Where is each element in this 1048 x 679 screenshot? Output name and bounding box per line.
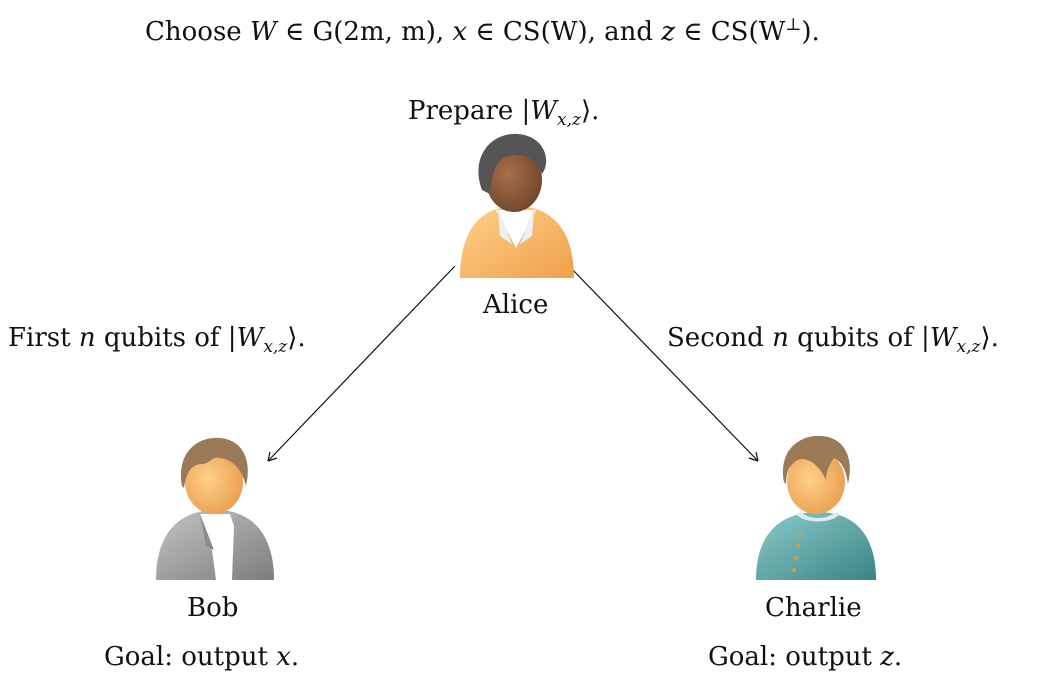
person-bob-icon	[156, 437, 274, 580]
state-w: W	[929, 323, 957, 353]
bob-label: Bob	[187, 593, 239, 623]
charlie-goal: Goal: output z.	[708, 642, 902, 672]
arrow-alice-to-bob	[267, 265, 456, 462]
alice-action-text: Prepare |	[408, 96, 531, 126]
caption-in: ∈	[683, 17, 703, 47]
goal-suffix: .	[290, 642, 300, 672]
setup-caption: Choose W ∈ G(2m, m), x ∈ CS(W), and z ∈ …	[145, 10, 820, 47]
right-edge-label: Second n qubits of |Wx,z⟩.	[667, 323, 999, 362]
charlie-label: Charlie	[765, 593, 862, 623]
caption-cs-wperp: CS(W	[710, 17, 786, 47]
caption-cs-w: CS(W),	[502, 17, 596, 47]
alice-action: Prepare |Wx,z⟩.	[408, 96, 599, 135]
arrow-alice-to-charlie	[568, 265, 759, 462]
goal-var: x	[276, 642, 291, 672]
state-close: ⟩.	[287, 323, 306, 353]
caption-perp: ⊥	[785, 15, 802, 35]
edge-n: n	[772, 323, 789, 353]
caption-w: W	[249, 17, 277, 47]
arrowhead-bob	[267, 451, 278, 462]
caption-close: ).	[801, 17, 820, 47]
state-subscript: x,z	[557, 110, 581, 130]
person-charlie-icon	[756, 435, 876, 580]
state-close: ⟩.	[980, 323, 999, 353]
caption-x: x	[452, 17, 468, 47]
alice-label: Alice	[483, 290, 549, 320]
caption-z: z	[661, 17, 675, 47]
edge-mid: qubits of |	[797, 323, 930, 353]
caption-in: ∈	[475, 17, 495, 47]
state-subscript: x,z	[956, 337, 981, 357]
edge-prefix: First	[8, 323, 71, 353]
caption-in: ∈	[284, 17, 305, 47]
caption-choose: Choose	[145, 17, 242, 47]
state-w: W	[236, 323, 264, 353]
edge-n: n	[78, 323, 96, 353]
goal-text: Goal: output	[708, 642, 872, 672]
edge-mid: qubits of |	[103, 323, 237, 353]
edge-prefix: Second	[667, 323, 764, 353]
goal-var: z	[880, 642, 894, 672]
left-edge-label: First n qubits of |Wx,z⟩.	[8, 323, 306, 362]
goal-text: Goal: output	[104, 642, 268, 672]
state-close: ⟩.	[580, 96, 600, 126]
state-w: W	[530, 96, 558, 126]
bob-goal: Goal: output x.	[104, 642, 299, 672]
person-alice-icon	[460, 133, 574, 278]
arrowhead-charlie	[748, 451, 759, 462]
caption-grassmannian: G(2m, m),	[312, 17, 445, 47]
goal-suffix: .	[893, 642, 903, 672]
caption-and: and	[604, 17, 654, 47]
state-subscript: x,z	[263, 337, 288, 357]
